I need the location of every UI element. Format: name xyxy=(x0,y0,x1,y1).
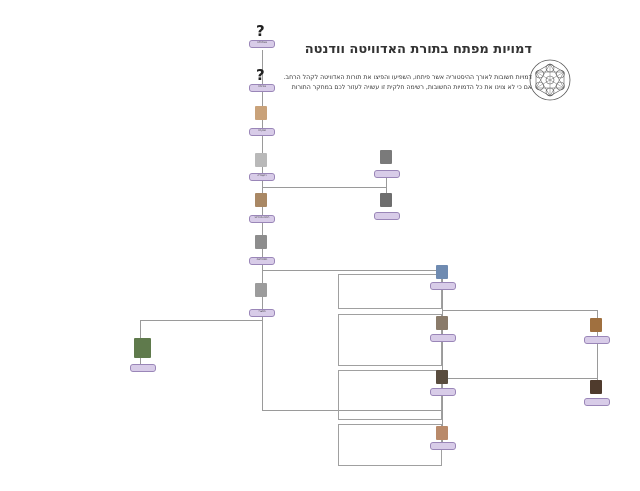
branch-line xyxy=(140,320,262,321)
portrait-photo xyxy=(380,150,392,164)
person-node[interactable] xyxy=(130,364,156,372)
trunk-line xyxy=(262,50,263,410)
person-node[interactable] xyxy=(430,442,456,450)
note-frame xyxy=(338,424,442,466)
person-node[interactable] xyxy=(374,212,400,220)
person-node[interactable] xyxy=(430,388,456,396)
portrait-photo xyxy=(436,370,448,384)
note-frame xyxy=(338,314,442,366)
branch-line xyxy=(262,270,442,271)
branch-line xyxy=(262,410,442,411)
person-node[interactable]: ניסרגדטה xyxy=(249,257,275,265)
question-mark-icon: ? xyxy=(256,66,265,84)
branch-line xyxy=(442,310,597,311)
branch-line xyxy=(442,378,597,379)
portrait-photo xyxy=(255,235,267,249)
portrait-photo xyxy=(255,193,267,207)
person-node[interactable] xyxy=(374,170,400,178)
page-subtitle: דמויות חשובות לאורך ההיסטוריה אשר פיתחו,… xyxy=(283,74,532,91)
person-node[interactable] xyxy=(430,334,456,342)
metatron-cube-icon xyxy=(529,59,571,101)
person-node[interactable]: שנקרה xyxy=(249,128,275,136)
branch-line xyxy=(597,310,598,380)
note-frame xyxy=(338,274,442,309)
portrait-photo xyxy=(255,106,267,120)
portrait-photo xyxy=(436,265,448,279)
person-node[interactable] xyxy=(584,398,610,406)
portrait-photo xyxy=(255,153,267,167)
portrait-photo xyxy=(436,426,448,440)
portrait-photo xyxy=(590,380,602,394)
person-node[interactable] xyxy=(584,336,610,344)
person-node[interactable]: גאודפדה xyxy=(249,40,275,48)
branch-line xyxy=(262,187,386,188)
page-title: דמויות מפתח בתורת האדוויטה וודנטה xyxy=(304,42,532,57)
portrait-photo xyxy=(436,316,448,330)
portrait-photo xyxy=(590,318,602,332)
portrait-photo xyxy=(255,283,267,297)
person-node[interactable] xyxy=(430,282,456,290)
person-node[interactable]: פפאג'י xyxy=(249,309,275,317)
person-node[interactable]: גובינדה xyxy=(249,84,275,92)
branch-line xyxy=(386,170,387,200)
question-mark-icon: ? xyxy=(256,22,265,40)
branch-line xyxy=(442,270,443,450)
person-node[interactable]: ויוקננדה xyxy=(249,173,275,181)
portrait-photo xyxy=(134,338,151,358)
person-node[interactable]: רמנה מהרישי xyxy=(249,215,275,223)
portrait-photo xyxy=(380,193,392,207)
note-frame xyxy=(338,370,442,420)
